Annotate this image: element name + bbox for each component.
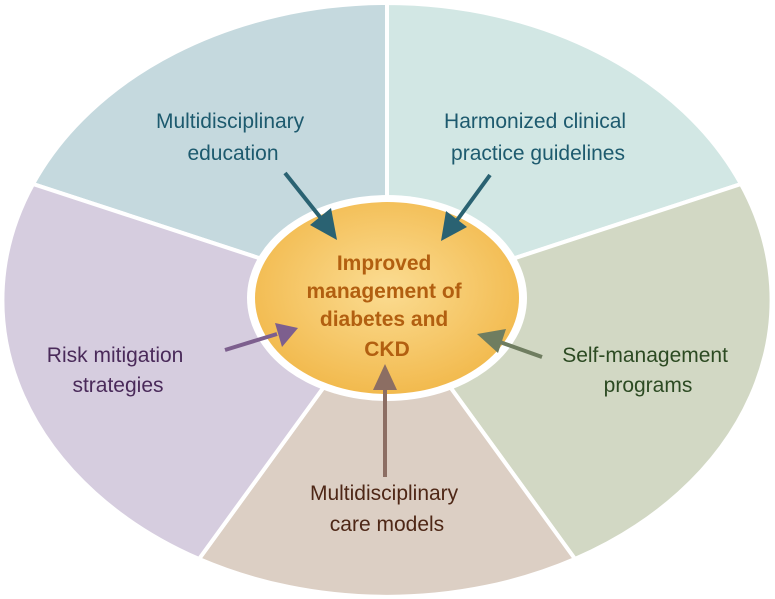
center-label: Improved management of diabetes and CKD	[306, 252, 467, 361]
arrow-guidelines	[441, 173, 492, 241]
arrow-risk-mitigation	[224, 323, 298, 352]
center-node	[247, 195, 527, 401]
label-education: Multidisciplinary education	[156, 110, 310, 165]
arrow-care-models	[373, 364, 397, 477]
label-guidelines: Harmonized clinical practice guidelines	[444, 110, 632, 165]
arrow-self-management	[477, 329, 543, 359]
label-risk-mitigation: Risk mitigation strategies	[47, 344, 189, 397]
label-care-models: Multidisciplinary care models	[310, 482, 464, 536]
label-self-management: Self-management programs	[562, 344, 734, 397]
arrow-education	[283, 171, 337, 240]
